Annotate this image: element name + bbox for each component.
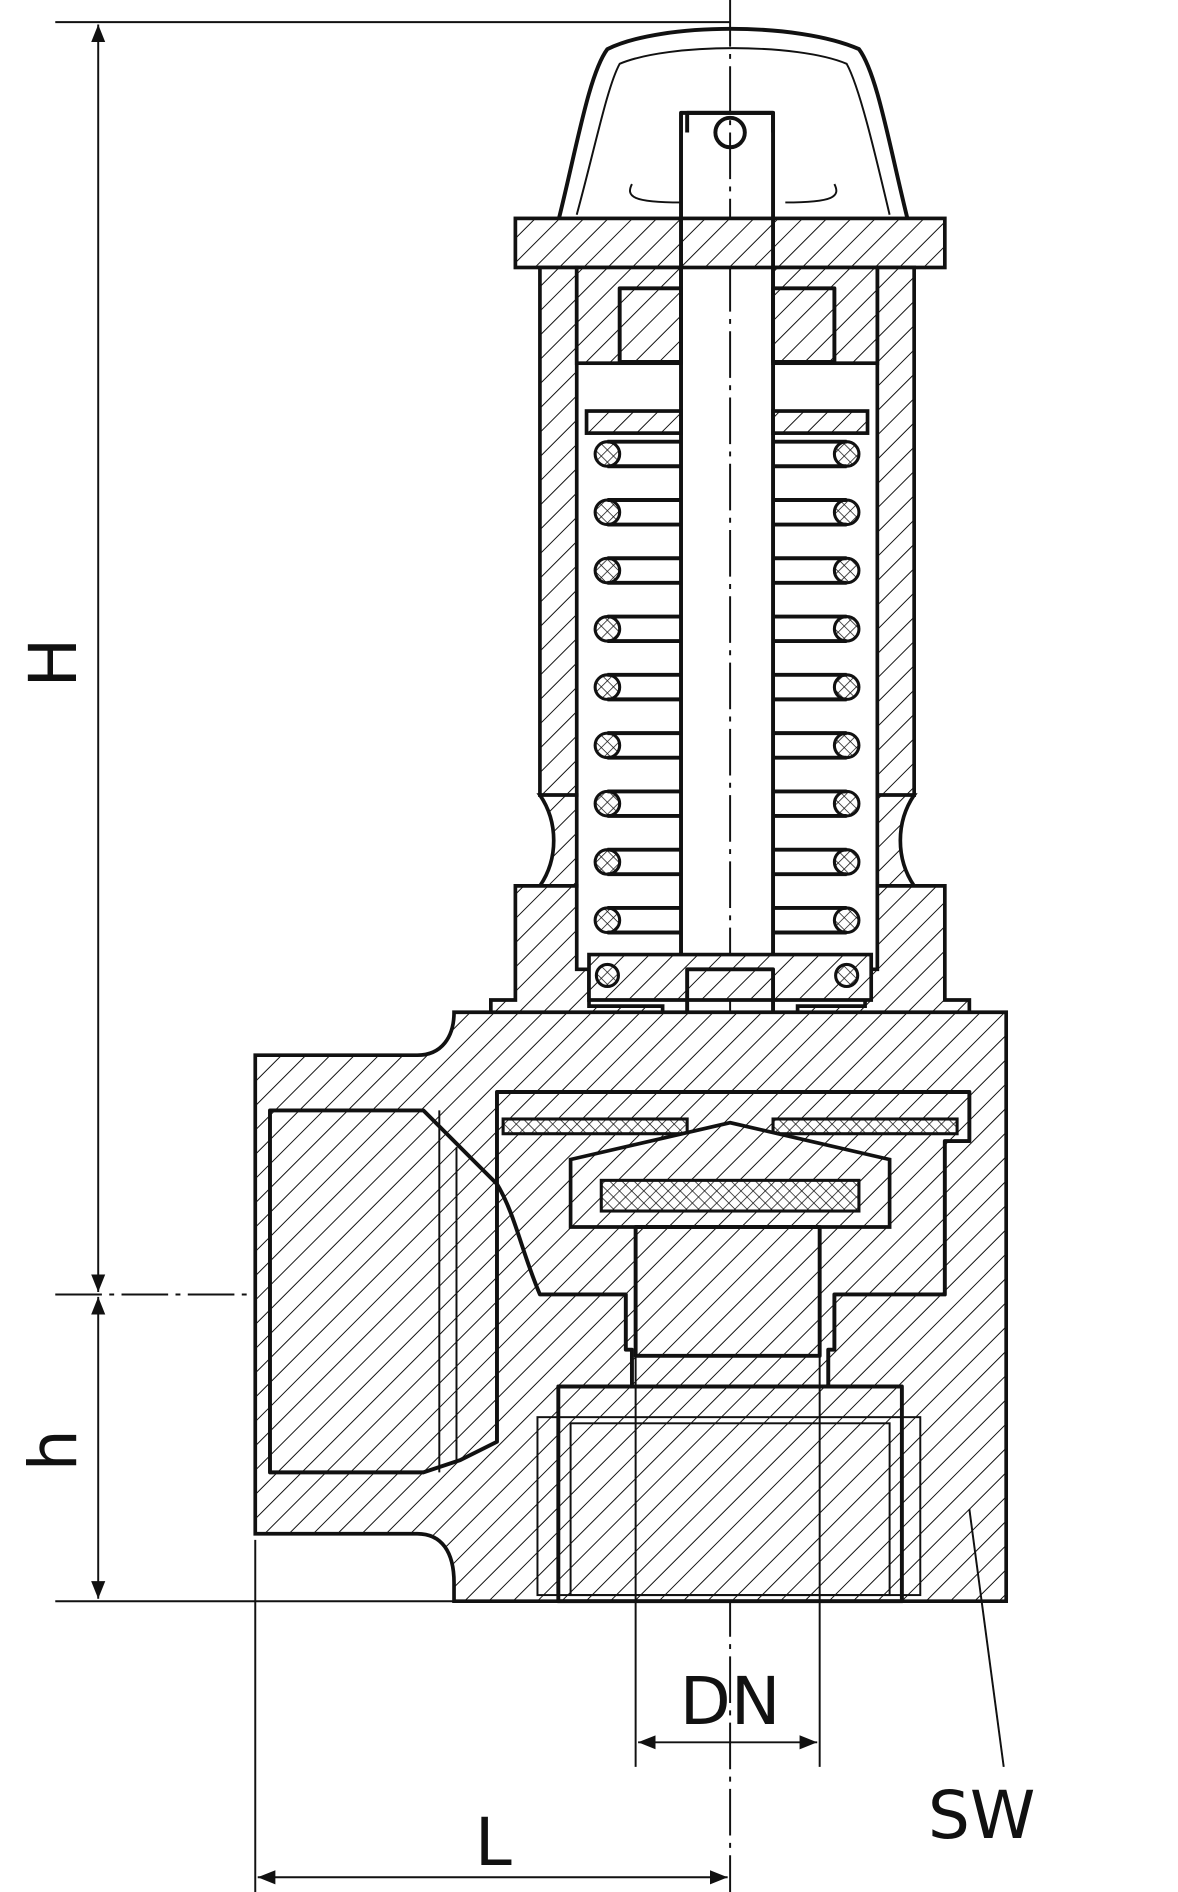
spring-coil [607, 672, 682, 702]
spring-coil [773, 614, 847, 644]
cap [556, 26, 910, 223]
bonnet-wall-right [875, 265, 916, 797]
spring-coil-section [832, 556, 861, 585]
spring-coil [773, 906, 847, 935]
spring-coil-section [832, 848, 861, 876]
spring-coil-section [593, 789, 622, 818]
seat-gasket-right [771, 1117, 959, 1136]
spring-coil [607, 847, 682, 877]
spring-coil [773, 556, 847, 585]
spring-coil [773, 672, 847, 702]
pin [713, 115, 747, 150]
spring-coil-section [832, 789, 861, 818]
label-L: L [475, 1804, 512, 1881]
spring-coil [607, 498, 682, 527]
bonnet-wall-left [538, 265, 579, 797]
spring-coil [773, 498, 847, 527]
label-SW: SW [928, 1777, 1036, 1854]
disc-seal [599, 1178, 861, 1213]
spring-coil-section [832, 731, 861, 760]
inlet-bore [268, 1108, 499, 1475]
spring-coil [607, 906, 682, 935]
spring-coil-section [593, 615, 622, 643]
spring-coil [607, 439, 682, 469]
spring-coil [607, 731, 682, 760]
valve-body [253, 1010, 1009, 1604]
seat-gasket-left [501, 1117, 689, 1136]
label-H: H [15, 638, 92, 688]
cap-flange [513, 216, 947, 270]
spring-coil-section [593, 440, 622, 468]
adjusting-nut-left [574, 265, 683, 366]
chamber [495, 1090, 972, 1389]
spring [593, 439, 861, 935]
outlet-bore [556, 1384, 904, 1604]
spring-coil-section [832, 615, 861, 643]
sw-leader [968, 1509, 1005, 1767]
spring-coil [773, 439, 847, 469]
spring-coil [607, 556, 682, 585]
spring-coil-section [593, 498, 622, 527]
spring-coil-section [593, 906, 622, 935]
spring-coil-section [593, 731, 622, 760]
spring-coil-section [832, 673, 861, 701]
label-DN: DN [680, 1663, 781, 1740]
spring-coil [607, 614, 682, 644]
spring-coil-section [832, 440, 861, 468]
adjusting-nut-right [771, 265, 880, 366]
label-h: h [15, 1429, 92, 1471]
spring-coil [773, 789, 847, 818]
spring-coil [773, 847, 847, 877]
spring-coil-section [593, 848, 622, 876]
spring-coil-section [832, 498, 861, 527]
spring-coil [607, 789, 682, 818]
spring-coil-section [593, 673, 622, 701]
spring-coil-section [832, 906, 861, 935]
spring-coil-section [593, 556, 622, 585]
spring-coil [773, 731, 847, 760]
